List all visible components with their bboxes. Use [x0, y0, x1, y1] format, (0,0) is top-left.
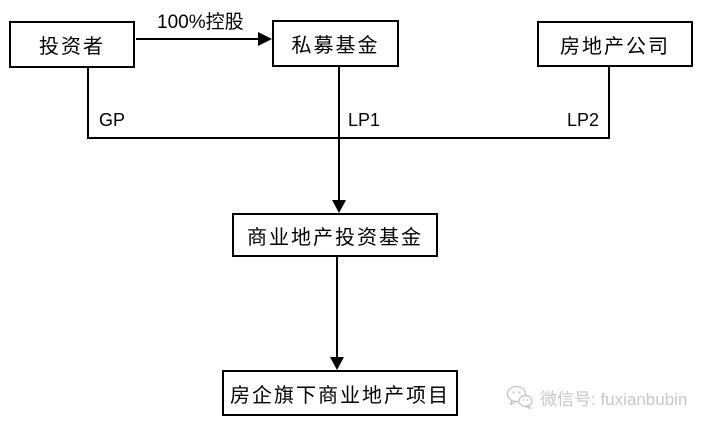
- edge-label-gp: GP: [99, 110, 126, 130]
- node-investor: 投资者: [9, 21, 135, 68]
- edge-label-holding: 100%控股: [157, 12, 244, 33]
- edge-lp1-arrowhead: [332, 200, 346, 213]
- node-commercial-fund-label: 商业地产投资基金: [247, 226, 423, 249]
- watermark: 微信号: fuxianbubin: [506, 384, 687, 410]
- node-private-fund-label: 私募基金: [291, 35, 380, 57]
- edge-label-lp2: LP2: [567, 110, 600, 130]
- node-investor-label: 投资者: [39, 36, 105, 58]
- node-project: 房企旗下商业地产项目: [222, 370, 458, 416]
- wechat-icon: [506, 384, 533, 410]
- edge-holding-arrowhead: [258, 32, 272, 46]
- edge-invest-arrowhead: [330, 357, 344, 370]
- node-commercial-fund: 商业地产投资基金: [232, 213, 438, 257]
- node-realestate-company: 房地产公司: [537, 21, 693, 67]
- edge-label-lp1: LP1: [348, 110, 381, 130]
- node-private-fund: 私募基金: [272, 20, 399, 67]
- watermark-text: 微信号: fuxianbubin: [540, 389, 688, 409]
- node-realestate-company-label: 房地产公司: [560, 35, 670, 58]
- node-project-label: 房企旗下商业地产项目: [230, 384, 450, 407]
